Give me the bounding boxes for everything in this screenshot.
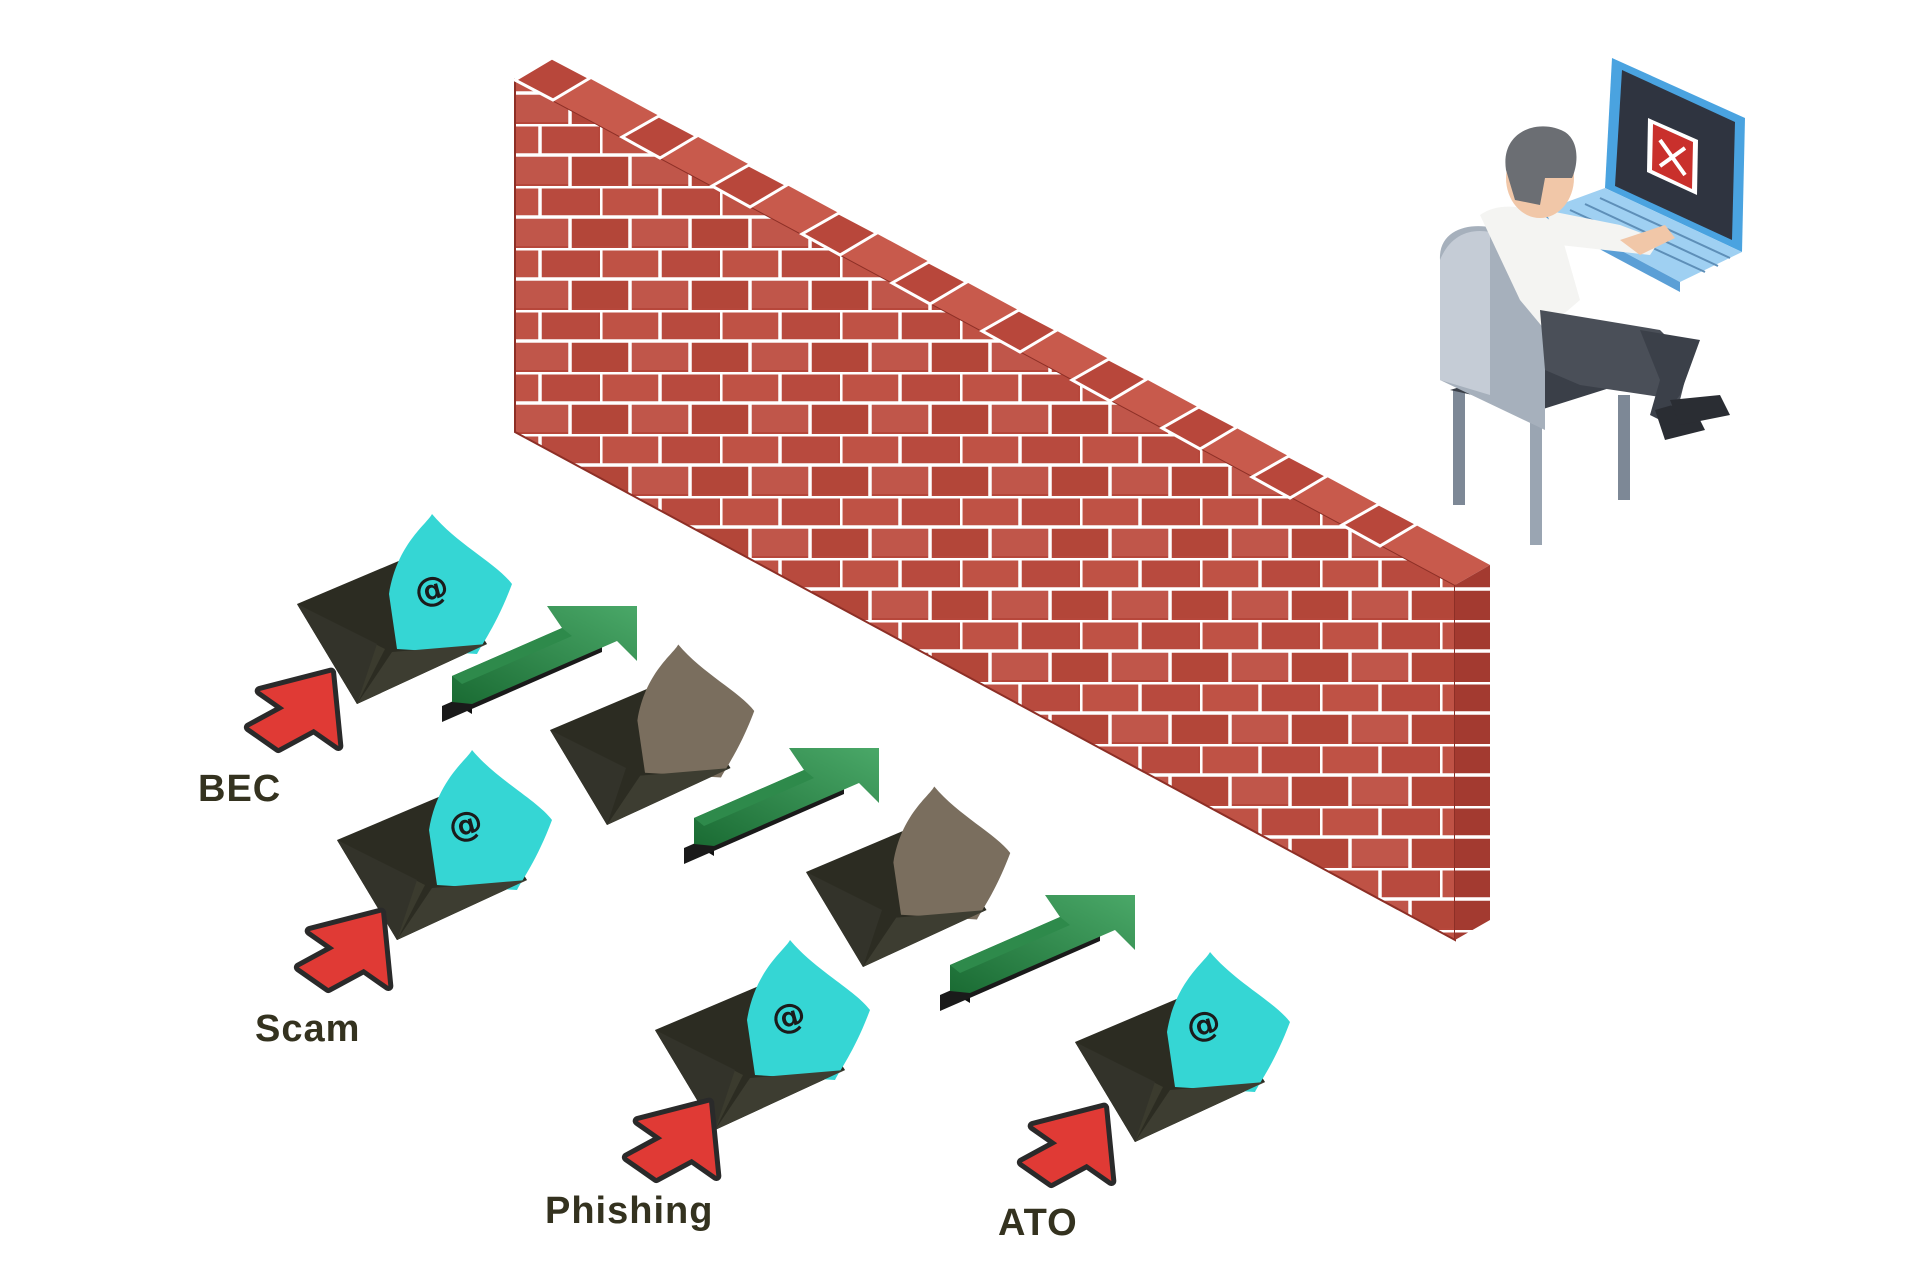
close-icon — [1647, 118, 1698, 195]
label-scam: Scam — [255, 1008, 361, 1050]
person-head — [1505, 126, 1577, 218]
flow-row-2 — [684, 748, 1011, 967]
label-phishing: Phishing — [545, 1190, 714, 1232]
email-scam: @ — [337, 750, 552, 940]
brick-wall — [511, 56, 1490, 942]
laptop — [1545, 58, 1745, 292]
email-envelope-icon — [550, 644, 755, 825]
label-bec: BEC — [198, 768, 282, 810]
email-bec: @ — [297, 514, 512, 704]
email-envelope-icon — [655, 940, 870, 1130]
email-envelope-icon — [806, 786, 1011, 967]
email-ato: @ — [1075, 952, 1290, 1142]
email-phishing: @ — [655, 940, 870, 1130]
label-ato: ATO — [998, 1202, 1078, 1244]
security-analyst — [1439, 58, 1745, 545]
